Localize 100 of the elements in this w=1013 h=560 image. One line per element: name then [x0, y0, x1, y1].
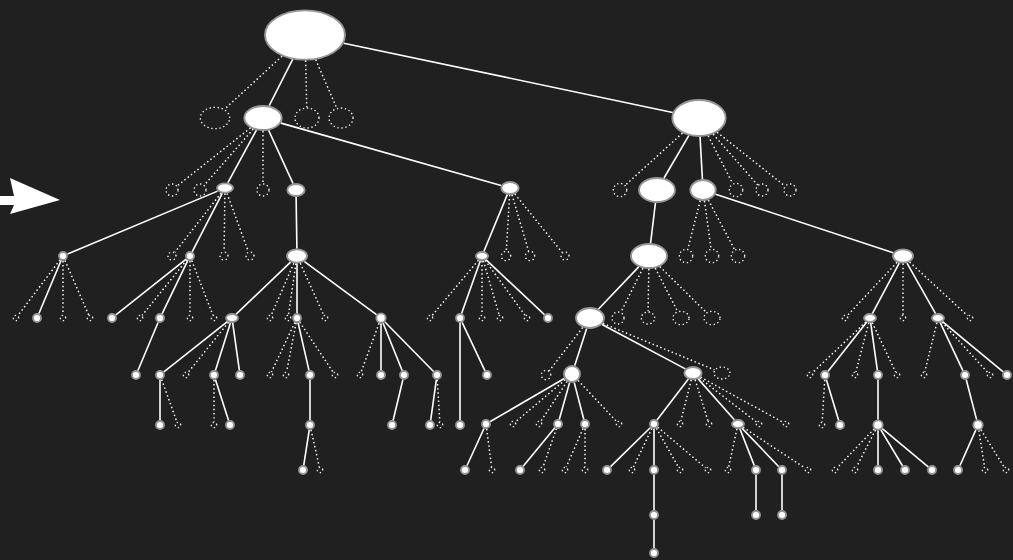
dotted-branch — [811, 321, 867, 374]
empty-node — [182, 371, 190, 379]
dotted-branch — [980, 429, 1005, 468]
tree-node — [155, 420, 165, 430]
empty-node — [730, 248, 746, 264]
tree-node — [292, 313, 302, 323]
branch-line — [268, 58, 294, 107]
branch-line — [697, 378, 736, 421]
dotted-branch — [174, 192, 222, 254]
empty-node — [899, 314, 907, 322]
branch-line — [601, 323, 687, 370]
branch-line — [302, 429, 311, 466]
empty-node — [321, 314, 329, 322]
tree-node — [155, 313, 165, 323]
empty-node — [676, 420, 684, 428]
dotted-branch — [941, 321, 989, 374]
empty-node — [538, 466, 546, 474]
branch-line — [461, 321, 486, 372]
dotted-branch — [485, 428, 493, 468]
dotted-branch — [514, 379, 566, 423]
tree-node — [235, 370, 245, 380]
tree-node — [387, 420, 397, 430]
branch-line — [573, 327, 588, 367]
tree-node — [683, 366, 703, 380]
dotted-branch — [436, 379, 441, 423]
empty-node — [818, 421, 826, 429]
dotted-branch — [431, 259, 480, 317]
branch-line — [392, 379, 404, 421]
dotted-branch — [511, 194, 530, 252]
branch-line — [877, 379, 879, 421]
empty-node — [210, 314, 218, 322]
empty-node — [1002, 466, 1010, 474]
tree-node — [820, 370, 830, 380]
tree-node — [225, 313, 239, 323]
tree-node — [553, 419, 563, 429]
dotted-branch — [203, 128, 254, 186]
tree-node — [630, 243, 668, 269]
branch-line — [297, 322, 310, 371]
dotted-branch — [584, 428, 586, 468]
dotted-branch — [821, 379, 826, 423]
empty-node — [755, 420, 763, 428]
branch-line — [295, 196, 298, 250]
empty-node — [966, 314, 974, 322]
dotted-branch — [482, 260, 500, 316]
branch-line — [941, 320, 1004, 373]
empty-node — [755, 183, 769, 197]
tree-node — [155, 370, 165, 380]
tree-node — [960, 370, 970, 380]
empty-node — [561, 466, 569, 474]
empty-node — [266, 371, 274, 379]
branch-line — [227, 129, 258, 184]
branch-line — [163, 320, 229, 373]
branch-line — [380, 322, 382, 371]
empty-node — [581, 466, 589, 474]
branch-line — [965, 378, 978, 421]
branch-line — [653, 428, 655, 466]
branch-line — [573, 381, 585, 421]
tree-node — [580, 419, 590, 429]
empty-node — [540, 369, 552, 381]
empty-node — [782, 420, 790, 428]
dotted-branch — [620, 267, 644, 313]
branch-line — [191, 192, 224, 253]
branch-line — [466, 427, 485, 467]
empty-node — [783, 183, 797, 197]
tree-node — [892, 248, 914, 264]
dotted-branch — [680, 379, 692, 422]
tree-node — [455, 313, 465, 323]
dotted-branch — [160, 378, 178, 423]
dotted-branch — [213, 379, 215, 423]
tree-node — [481, 419, 491, 429]
empty-node — [500, 250, 512, 262]
empty-node — [12, 314, 20, 322]
empty-node — [831, 466, 839, 474]
branch-line — [739, 427, 755, 467]
empty-node — [174, 421, 182, 429]
empty-node — [615, 420, 623, 428]
empty-node — [523, 314, 531, 322]
branch-line — [485, 259, 546, 316]
tree-node — [432, 370, 442, 380]
tree-node — [376, 370, 386, 380]
branch-line — [460, 260, 482, 315]
tree-node — [543, 313, 553, 323]
branch-line — [825, 378, 840, 422]
dotted-branch — [902, 262, 904, 316]
tree-node — [399, 370, 409, 380]
branch-line — [38, 259, 62, 315]
branch-line — [214, 378, 230, 422]
tree-node — [873, 465, 883, 475]
tree-node — [460, 465, 470, 475]
branch-line — [231, 322, 241, 371]
branch-line — [459, 322, 461, 421]
dotted-branch — [287, 262, 297, 316]
empty-node — [316, 466, 324, 474]
empty-node — [704, 466, 712, 474]
tree-node — [305, 370, 315, 380]
empty-node — [612, 182, 628, 198]
dotted-branch — [315, 58, 338, 109]
branch-line — [384, 321, 435, 373]
empty-node — [193, 183, 207, 197]
tree-node — [649, 548, 659, 558]
